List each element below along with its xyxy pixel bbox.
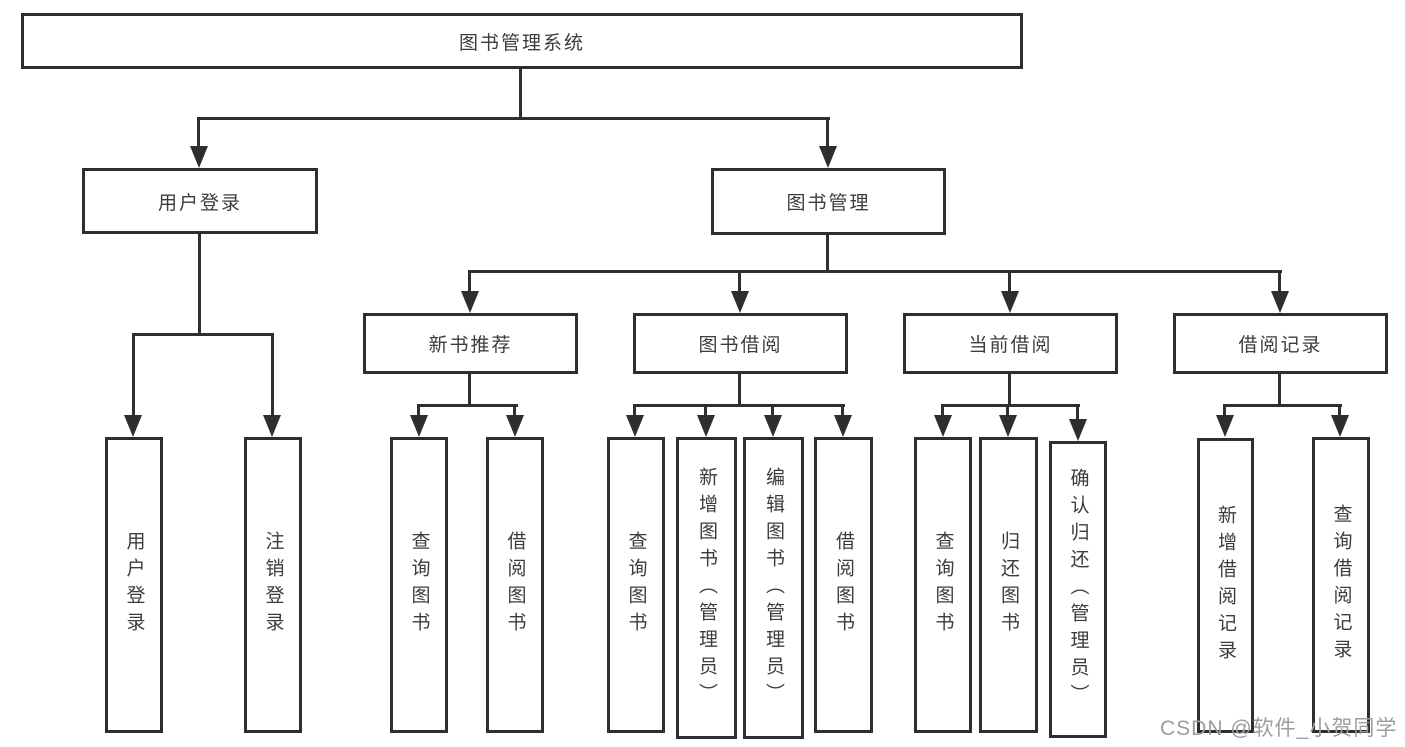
node-user-login: 用户登录 [82, 168, 318, 234]
leaf-add-books-admin: 新增图书（管理员） [676, 437, 737, 739]
arrowhead-down-icon [1001, 291, 1019, 313]
connector-line [738, 270, 741, 292]
connector-line [941, 404, 1080, 407]
leaf-confirm-return-admin: 确认归还（管理员） [1049, 441, 1107, 738]
connector-line [198, 233, 201, 335]
connector-line [704, 404, 707, 417]
arrowhead-down-icon [626, 415, 644, 437]
connector-line [771, 404, 774, 417]
watermark: CSDN @软件_小贺同学 [1160, 717, 1398, 740]
leaf-borrow-books-recommend-label: 借阅图书 [504, 531, 526, 639]
leaf-borrow-books: 借阅图书 [814, 437, 873, 733]
connector-line [633, 404, 636, 417]
arrowhead-down-icon [697, 415, 715, 437]
node-book-management: 图书管理 [711, 168, 946, 235]
leaf-return-books: 归还图书 [979, 437, 1038, 733]
arrowhead-down-icon [1069, 419, 1087, 441]
connector-line [941, 404, 944, 417]
connector-line [633, 404, 845, 407]
leaf-query-books-borrow-label: 查询图书 [625, 531, 647, 639]
arrowhead-down-icon [999, 415, 1017, 437]
leaf-query-books-current: 查询图书 [914, 437, 972, 733]
node-current-borrow-label: 当前借阅 [968, 335, 1053, 356]
arrowhead-down-icon [1331, 415, 1349, 437]
connector-line [197, 117, 200, 147]
connector-line [1278, 373, 1281, 407]
leaf-query-books-recommend-label: 查询图书 [408, 531, 430, 639]
connector-line [1223, 404, 1342, 407]
arrowhead-down-icon [1271, 291, 1289, 313]
leaf-return-books-label: 归还图书 [998, 531, 1019, 639]
connector-line [132, 333, 274, 336]
leaf-query-borrow-record-label: 查询借阅记录 [1330, 504, 1352, 666]
node-current-borrow: 当前借阅 [903, 313, 1118, 374]
connector-line [417, 404, 420, 417]
connector-line [468, 373, 471, 407]
connector-line [132, 333, 135, 416]
node-borrow-records: 借阅记录 [1173, 313, 1388, 374]
leaf-edit-books-admin: 编辑图书（管理员） [743, 437, 804, 739]
node-new-book-recommend: 新书推荐 [363, 313, 578, 374]
leaf-user-login-label: 用户登录 [123, 531, 145, 639]
arrowhead-down-icon [819, 146, 837, 168]
leaf-borrow-books-label: 借阅图书 [833, 531, 854, 639]
connector-line [738, 373, 741, 407]
arrowhead-down-icon [124, 415, 142, 437]
connector-line [468, 270, 1282, 273]
connector-line [841, 404, 844, 417]
node-root: 图书管理系统 [21, 13, 1023, 69]
leaf-edit-books-admin-label: 编辑图书（管理员） [763, 466, 784, 710]
leaf-query-books-recommend: 查询图书 [390, 437, 448, 733]
node-borrow-records-label: 借阅记录 [1238, 335, 1323, 356]
connector-line [271, 333, 274, 416]
leaf-confirm-return-admin-label: 确认归还（管理员） [1067, 468, 1089, 711]
arrowhead-down-icon [1216, 415, 1234, 437]
leaf-borrow-books-recommend: 借阅图书 [486, 437, 544, 733]
arrowhead-down-icon [190, 146, 208, 168]
connector-line [1076, 404, 1079, 421]
arrowhead-down-icon [834, 415, 852, 437]
connector-line [1278, 270, 1281, 292]
leaf-query-books-current-label: 查询图书 [932, 531, 954, 639]
leaf-add-books-admin-label: 新增图书（管理员） [696, 466, 717, 710]
connector-line [826, 117, 829, 147]
leaf-add-borrow-record: 新增借阅记录 [1197, 438, 1254, 733]
connector-line [468, 270, 471, 292]
arrowhead-down-icon [764, 415, 782, 437]
leaf-query-borrow-record: 查询借阅记录 [1312, 437, 1370, 733]
arrowhead-down-icon [410, 415, 428, 437]
arrowhead-down-icon [461, 291, 479, 313]
node-book-borrow: 图书借阅 [633, 313, 848, 374]
connector-line [1008, 373, 1011, 407]
arrowhead-down-icon [263, 415, 281, 437]
node-new-book-recommend-label: 新书推荐 [428, 335, 513, 356]
leaf-query-books-borrow: 查询图书 [607, 437, 665, 733]
node-root-label: 图书管理系统 [458, 32, 585, 54]
arrowhead-down-icon [731, 291, 749, 313]
leaf-user-login: 用户登录 [105, 437, 163, 733]
arrowhead-down-icon [934, 415, 952, 437]
leaf-logout-label: 注销登录 [262, 531, 284, 639]
leaf-logout: 注销登录 [244, 437, 302, 733]
connector-line [1006, 404, 1009, 417]
connector-line [519, 68, 522, 117]
connector-line [1008, 270, 1011, 292]
node-user-login-label: 用户登录 [157, 192, 242, 214]
connector-line [417, 404, 518, 407]
arrowhead-down-icon [506, 415, 524, 437]
connector-line [197, 117, 830, 120]
connector-line [1338, 404, 1341, 417]
leaf-add-borrow-record-label: 新增借阅记录 [1215, 504, 1236, 667]
node-book-management-label: 图书管理 [786, 193, 871, 214]
node-book-borrow-label: 图书借阅 [698, 335, 783, 356]
connector-line [513, 404, 516, 417]
connector-line [826, 234, 829, 272]
connector-line [1223, 404, 1226, 417]
